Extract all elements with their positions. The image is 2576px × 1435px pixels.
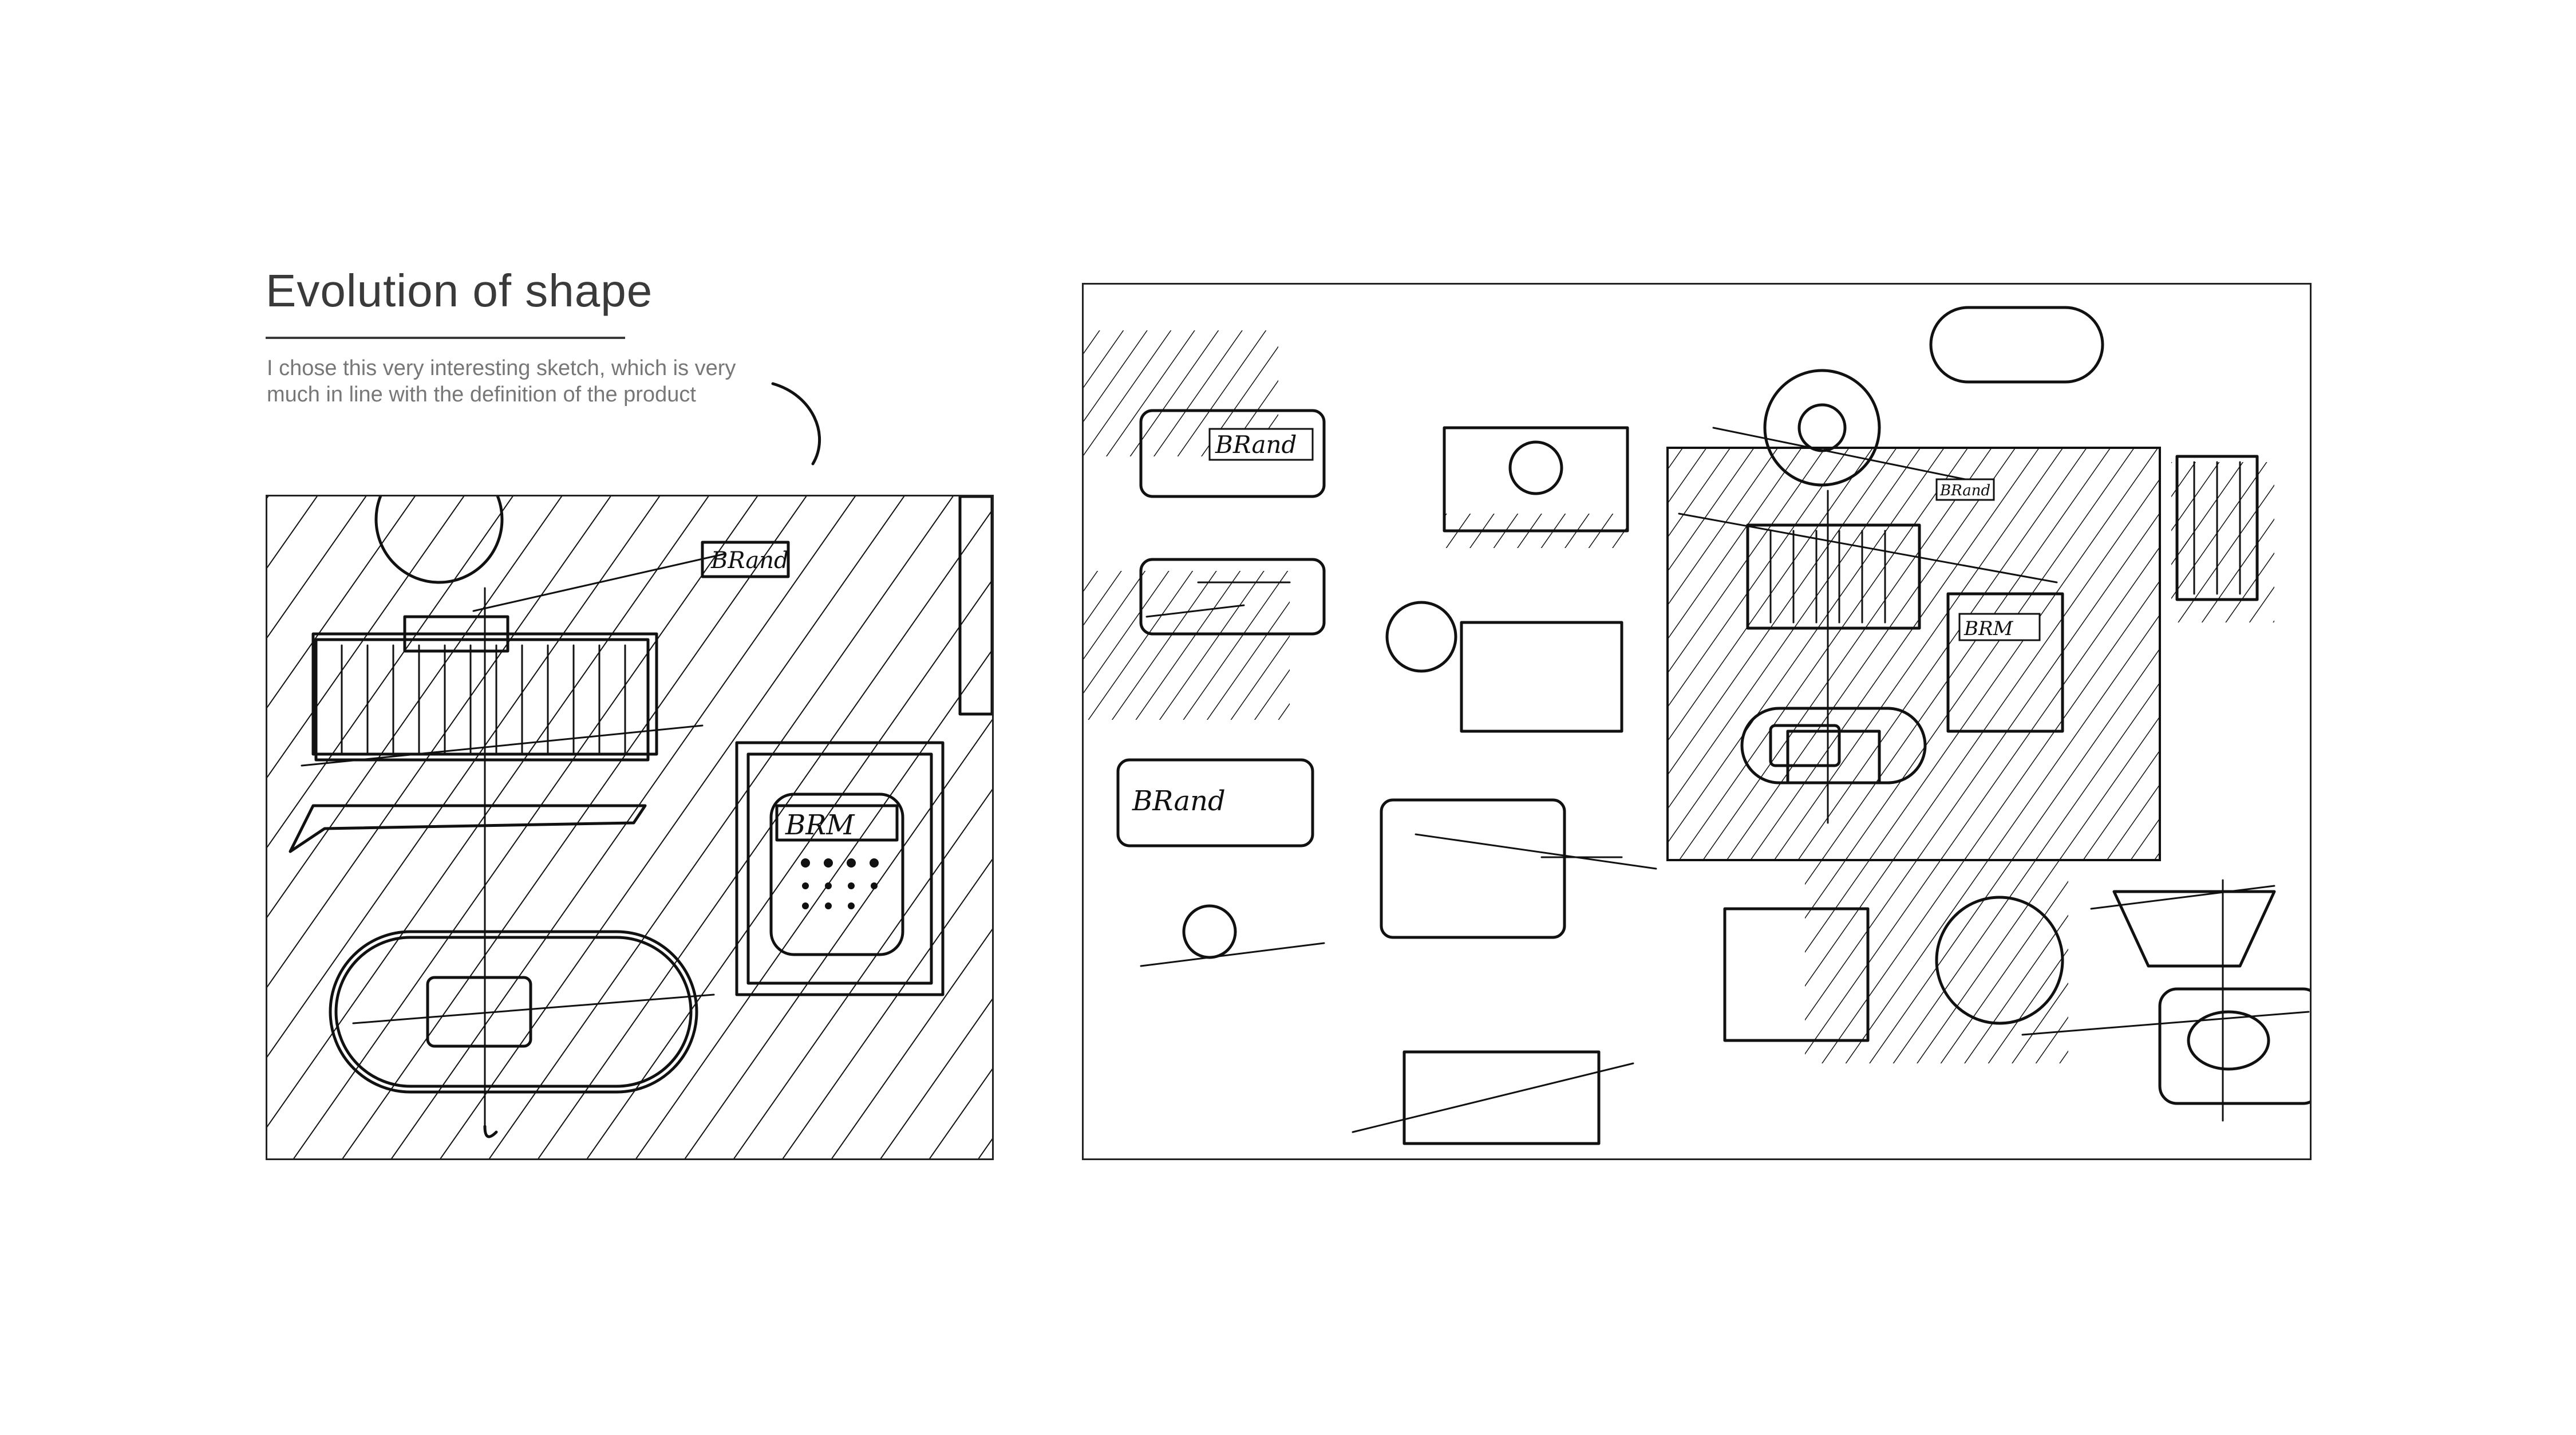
caption-line-1: I chose this very interesting sketch, wh… (267, 356, 736, 380)
caption: I chose this very interesting sketch, wh… (267, 355, 771, 408)
title-underline (266, 337, 625, 339)
brand-label-1: BRand (1215, 431, 1297, 459)
brand-label-2: BRand (1132, 785, 1226, 817)
sketch-detail: BRand BRM (267, 496, 992, 1158)
connector-curve (771, 382, 821, 466)
sketch-detail-frame: BRand BRM (266, 495, 994, 1160)
brm-label-right: BRM (1963, 617, 2014, 640)
brand-label-3: BRand (1939, 482, 1990, 499)
caption-line-2: much in line with the definition of the … (267, 383, 696, 407)
brand-tag-label: BRand (710, 547, 789, 574)
sketch-overview: BRand BRand BRand BRM (1084, 306, 2310, 1145)
brm-label: BRM (785, 809, 855, 841)
sketch-overview-frame: BRand BRand BRand BRM (1082, 283, 2312, 1160)
page-title: Evolution of shape (266, 265, 653, 316)
